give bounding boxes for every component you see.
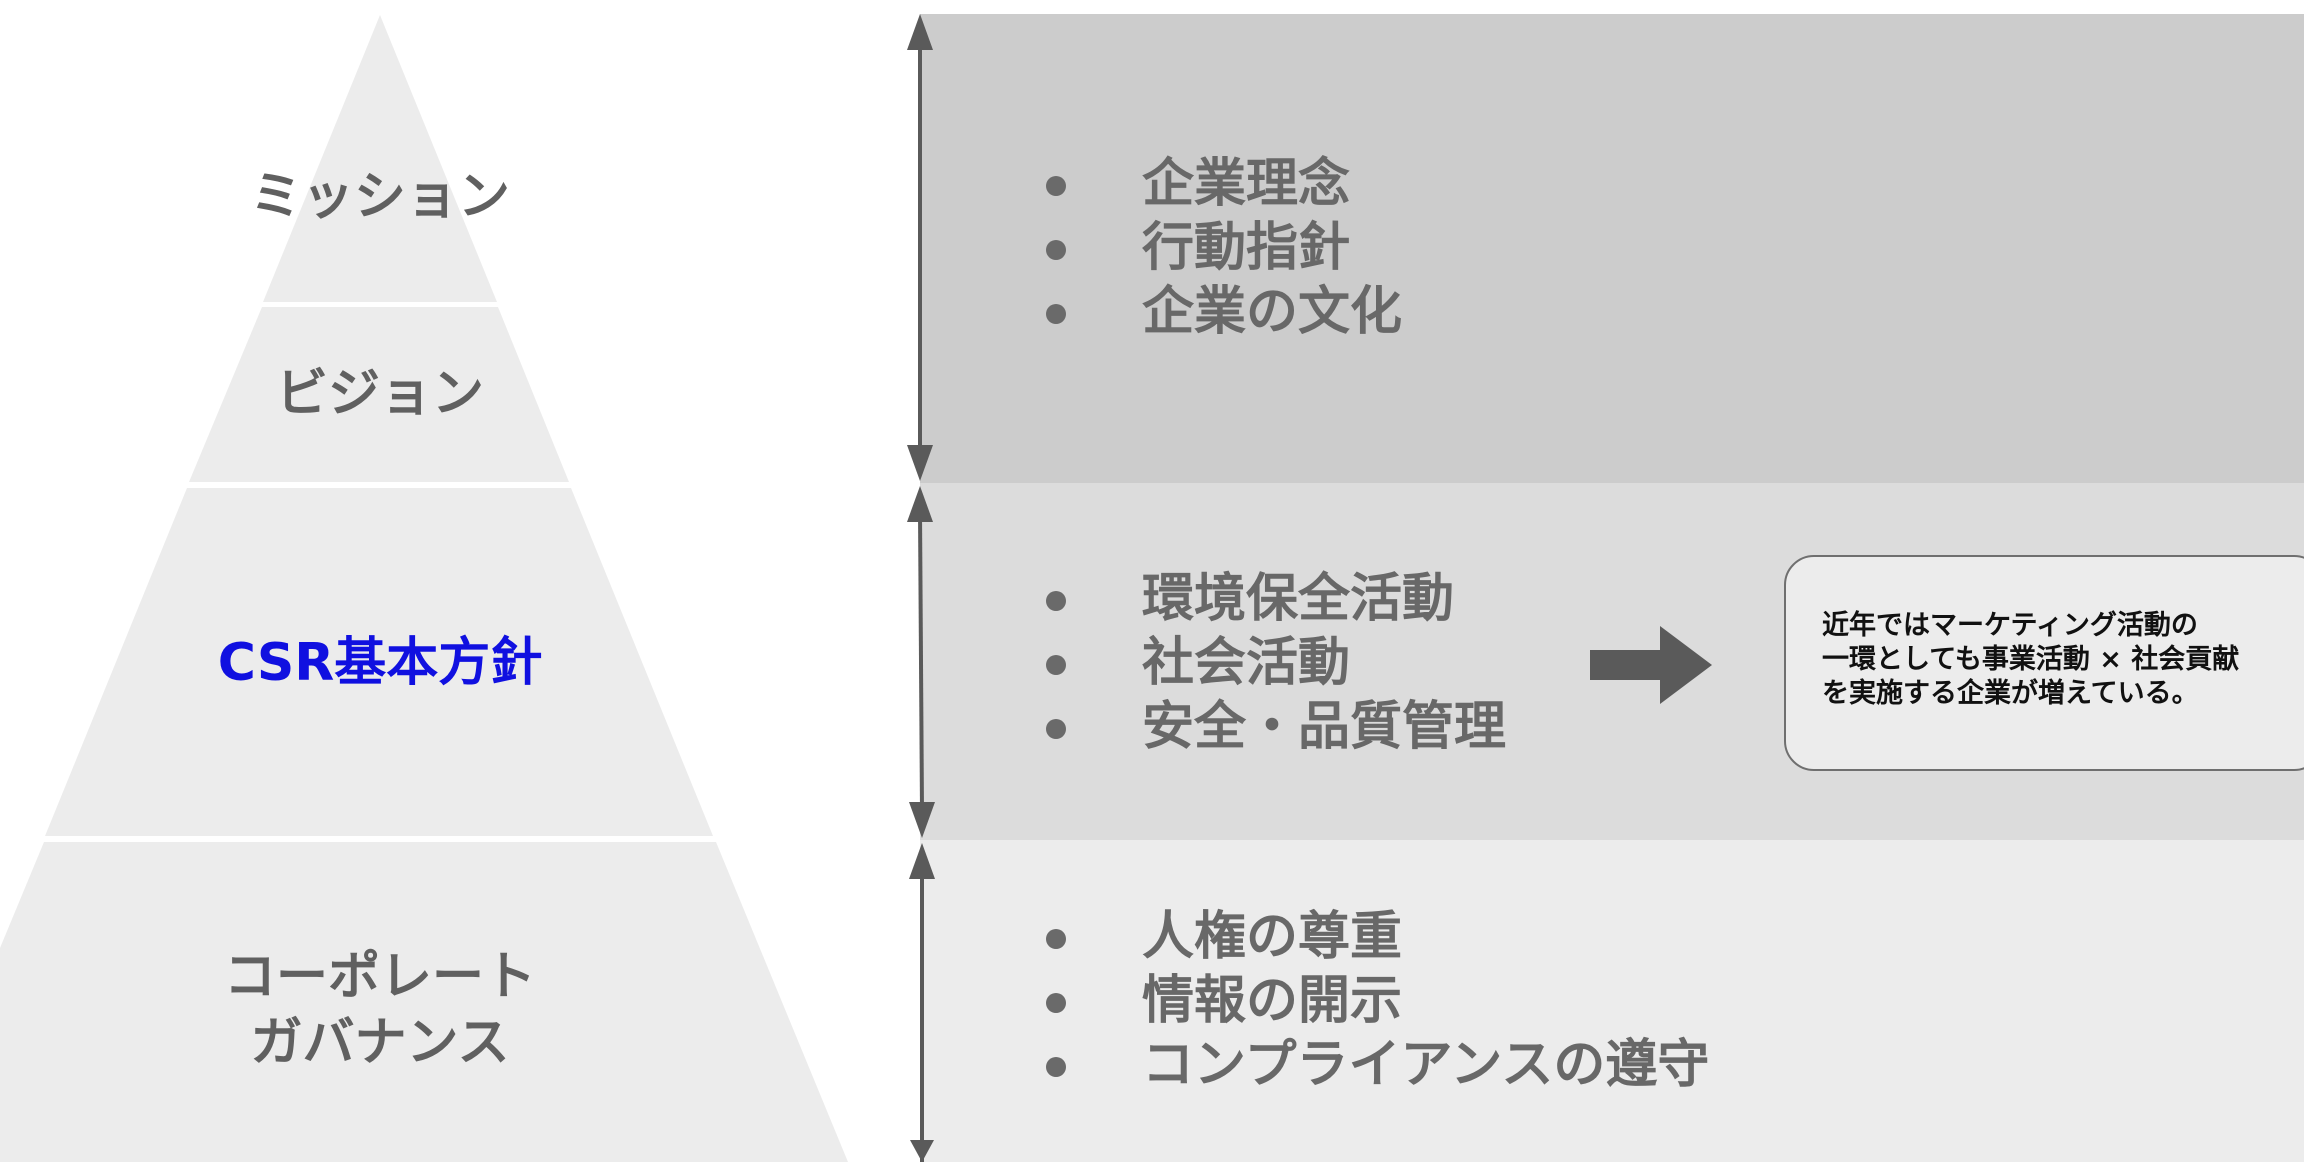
- pyramid-tier-vision: [189, 307, 569, 482]
- list-item: 情報の開示: [1040, 969, 1709, 1033]
- tier-label-csr: CSR基本方針: [217, 633, 543, 693]
- list-item: 企業の文化: [1040, 280, 1402, 344]
- note-box: 近年ではマーケティング活動の 一環としても事業活動 × 社会貢献 を実施する企業…: [1784, 555, 2304, 771]
- bullet-icon: [1046, 240, 1066, 260]
- tier-label-mission: ミッション: [249, 167, 510, 227]
- band-governance: [920, 840, 2304, 1162]
- tier-label-vision: ビジョン: [275, 364, 484, 424]
- list-item: 企業理念: [1040, 152, 1402, 216]
- bullet-list-csr: 環境保全活動 社会活動 安全・品質管理: [1040, 567, 1506, 759]
- range-arrow-governance: [909, 843, 935, 1162]
- tier-label-governance: コーポレート ガバナンス: [223, 947, 536, 1073]
- list-item: 安全・品質管理: [1040, 695, 1506, 759]
- bullet-list-governance: 人権の尊重 情報の開示 コンプライアンスの遵守: [1040, 905, 1709, 1097]
- bullet-icon: [1046, 993, 1066, 1013]
- range-arrow-mission: [907, 14, 933, 481]
- bullet-icon: [1046, 304, 1066, 324]
- list-item: 人権の尊重: [1040, 905, 1709, 969]
- bullet-icon: [1046, 929, 1066, 949]
- list-item: 行動指針: [1040, 216, 1402, 280]
- list-item: 環境保全活動: [1040, 567, 1506, 631]
- list-item: コンプライアンスの遵守: [1040, 1033, 1709, 1097]
- band-mission: [920, 14, 2304, 483]
- bullet-icon: [1046, 655, 1066, 675]
- bullet-icon: [1046, 591, 1066, 611]
- bullet-list-mission: 企業理念 行動指針 企業の文化: [1040, 152, 1402, 344]
- bullet-icon: [1046, 719, 1066, 739]
- pyramid-tier-governance: [0, 842, 848, 1162]
- bullet-icon: [1046, 1057, 1066, 1077]
- pyramid-tier-mission: [263, 15, 497, 302]
- bullet-icon: [1046, 176, 1066, 196]
- range-arrow-csr: [907, 486, 935, 838]
- pyramid-tier-csr: [45, 488, 713, 836]
- right-arrow-icon: [1590, 626, 1712, 704]
- list-item: 社会活動: [1040, 631, 1506, 695]
